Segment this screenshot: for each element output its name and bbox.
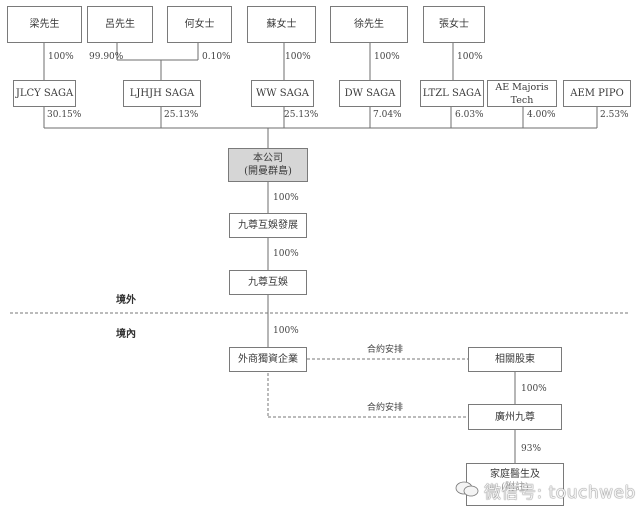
- holding-entity-box: WW SAGA: [251, 80, 314, 107]
- holding-entity-box: AEM PIPO: [563, 80, 631, 107]
- guangzhou-box: 廣州九尊: [468, 404, 562, 430]
- shareholder-box: 梁先生: [7, 6, 82, 43]
- entity-name: 家庭醫生及: [490, 469, 540, 480]
- entity-name: 外商獨資企業: [238, 354, 298, 365]
- related-pct: 100%: [521, 384, 547, 394]
- shareholder-box: 徐先生: [330, 6, 408, 43]
- shareholder-name: 徐先生: [354, 19, 384, 30]
- ownership-pct: 99.90%: [89, 52, 124, 62]
- ownership-pct: 0.10%: [202, 52, 231, 62]
- company-jurisdiction: (開曼群島): [244, 166, 292, 177]
- holding-entity-box: LJHJH SAGA: [123, 80, 201, 107]
- entity-name: JLCY SAGA: [15, 88, 74, 99]
- chain-entity-box: 九尊互娛發展: [229, 213, 307, 238]
- shareholder-name: 蘇女士: [266, 19, 297, 30]
- contract-label: 合約安排: [367, 403, 404, 413]
- holding-entity-box: AE Majoris Tech: [487, 80, 557, 107]
- region-onshore-label: 境內: [116, 329, 136, 340]
- guangzhou-pct: 93%: [521, 444, 542, 454]
- entity-name: LJHJH SAGA: [129, 88, 195, 99]
- entity-name: AE Majoris Tech: [495, 81, 549, 106]
- related-shareholders-box: 相關股東: [468, 347, 562, 372]
- watermark-text: 微信号: touchweb: [484, 483, 636, 503]
- chain-pct: 100%: [273, 249, 299, 259]
- ownership-pct: 100%: [374, 52, 400, 62]
- wfoe-pct: 100%: [273, 326, 299, 336]
- ownership-pct: 100%: [457, 52, 483, 62]
- entity-name: 九尊互娛發展: [238, 220, 298, 231]
- company-box: 本公司 (開曼群島): [228, 148, 308, 182]
- wechat-icon: [455, 481, 479, 497]
- entity-note: (附註): [501, 482, 529, 493]
- stake-pct: 30.15%: [47, 110, 82, 120]
- stake-pct: 2.53%: [600, 110, 629, 120]
- shareholder-box: 蘇女士: [247, 6, 316, 43]
- shareholder-name: 梁先生: [29, 19, 60, 30]
- chain-entity-box: 九尊互娛: [229, 270, 307, 295]
- chain-pct: 100%: [273, 193, 299, 203]
- stake-pct: 7.04%: [373, 110, 402, 120]
- region-offshore-label: 境外: [116, 295, 136, 306]
- entity-name: WW SAGA: [255, 88, 310, 99]
- stake-pct: 25.13%: [284, 110, 319, 120]
- ownership-pct: 100%: [285, 52, 311, 62]
- stake-pct: 4.00%: [527, 110, 556, 120]
- shareholder-box: 呂先生: [87, 6, 153, 43]
- shareholder-name: 呂先生: [105, 19, 135, 30]
- stake-pct: 25.13%: [164, 110, 199, 120]
- stake-pct: 6.03%: [455, 110, 484, 120]
- wfoe-box: 外商獨資企業: [229, 347, 307, 372]
- ownership-pct: 100%: [48, 52, 74, 62]
- entity-name: 九尊互娛: [248, 277, 288, 288]
- holding-entity-box: DW SAGA: [339, 80, 401, 107]
- shareholder-box: 張女士: [423, 6, 485, 43]
- contract-label: 合約安排: [367, 345, 404, 355]
- entity-name: DW SAGA: [344, 88, 396, 99]
- company-name: 本公司: [253, 153, 283, 164]
- entity-name: 廣州九尊: [495, 411, 535, 423]
- shareholder-box: 何女士: [167, 6, 232, 43]
- family-doctor-box: 家庭醫生及 (附註): [466, 463, 564, 506]
- entity-name: AEM PIPO: [570, 88, 624, 99]
- shareholder-name: 何女士: [184, 19, 215, 30]
- entity-name: 相關股東: [495, 354, 535, 365]
- holding-entity-box: LTZL SAGA: [420, 80, 484, 107]
- entity-name: LTZL SAGA: [422, 88, 482, 99]
- holding-entity-box: JLCY SAGA: [13, 80, 76, 107]
- shareholder-name: 張女士: [439, 19, 469, 30]
